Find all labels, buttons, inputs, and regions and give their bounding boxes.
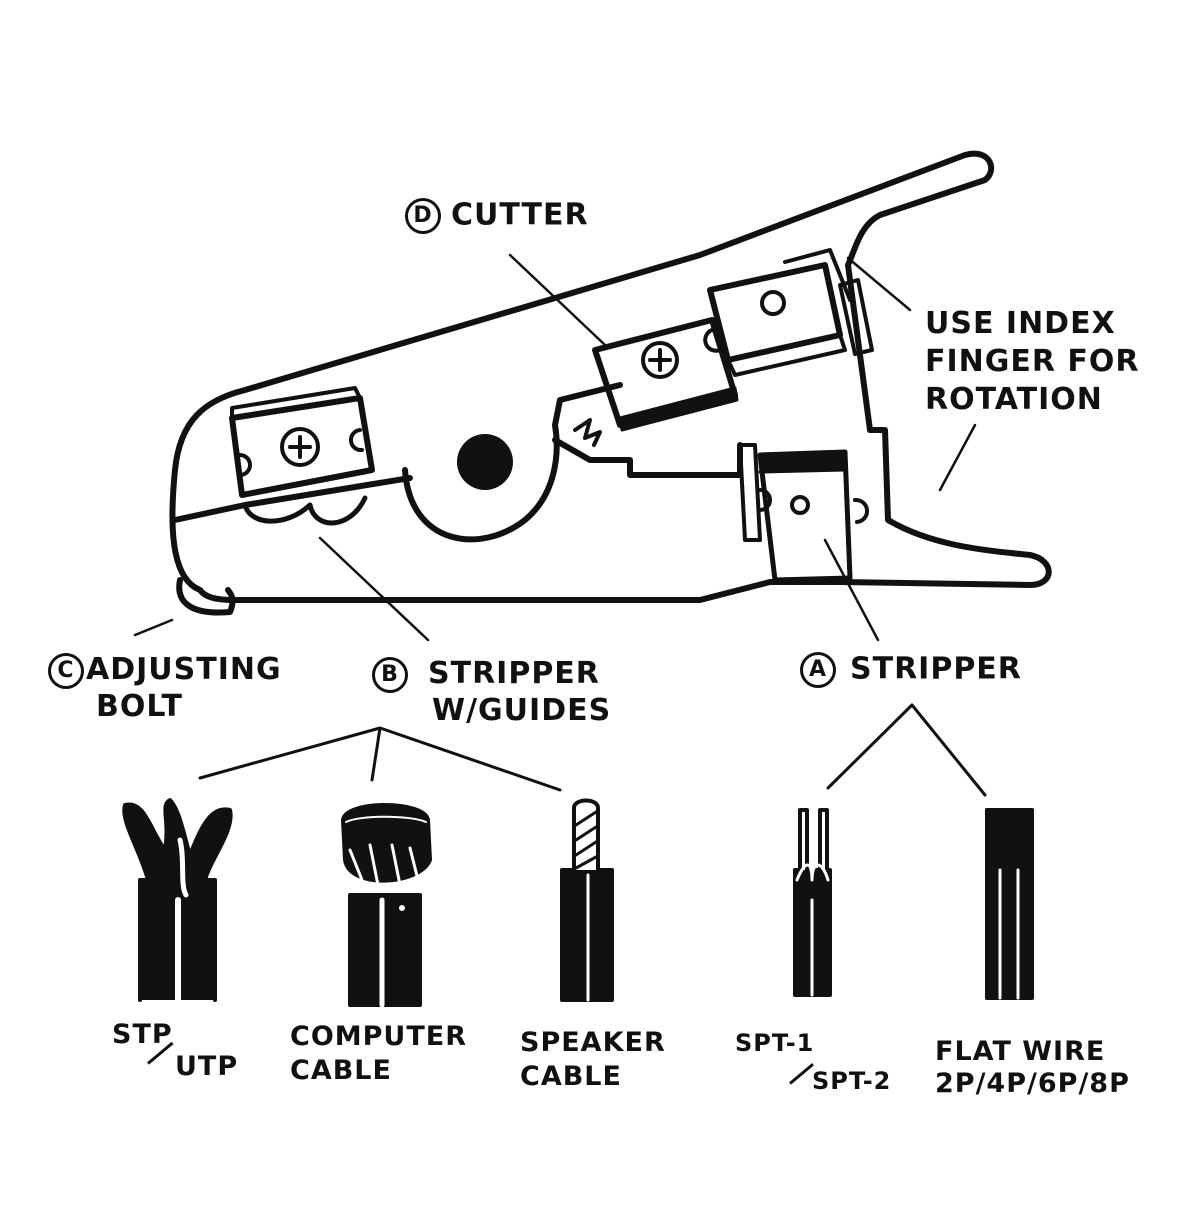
- label-stripper-a: A STRIPPER: [800, 652, 1022, 688]
- left-clamp-plate: [229, 395, 375, 498]
- cable-computer: [341, 803, 432, 1008]
- stripper-guide-bumps: [242, 495, 368, 526]
- computer-line-1: COMPUTER: [290, 1021, 468, 1052]
- cable-label-stp: STP: [112, 1019, 173, 1050]
- speaker-line-1: SPEAKER: [520, 1027, 666, 1058]
- badge-c: C: [48, 652, 84, 689]
- computer-line-2: CABLE: [290, 1055, 392, 1086]
- label-cutter: D CUTTER: [405, 198, 589, 234]
- pivot-dot: [457, 434, 513, 490]
- cable-label-spt2: SPT-2: [812, 1067, 892, 1095]
- badge-b: B: [372, 656, 408, 693]
- spring: [573, 418, 602, 447]
- adjusting-bolt-shape: [176, 577, 236, 616]
- label-index-finger: USE INDEX FINGER FOR ROTATION: [925, 305, 1140, 419]
- pivot-lobe: [402, 382, 623, 543]
- cutter-text: CUTTER: [451, 197, 589, 233]
- adjusting-bolt-line-2: BOLT: [96, 688, 183, 724]
- rotation-lever: [838, 278, 874, 356]
- left-plate-screw: [280, 427, 320, 467]
- cutter-screw: [641, 341, 679, 379]
- cable-label-utp: UTP: [175, 1051, 239, 1082]
- stripper-a-housing: [738, 443, 762, 542]
- leader-lines: [133, 253, 977, 642]
- index-finger-line-2: FINGER FOR: [925, 344, 1140, 379]
- adjusting-bolt-line-1: ADJUSTING: [86, 652, 282, 687]
- label-stripper-guides: B STRIPPER W/GUIDES: [372, 656, 611, 729]
- cable-label-computer: COMPUTER CABLE: [290, 1020, 467, 1088]
- cable-label-speaker: SPEAKER CABLE: [520, 1026, 666, 1094]
- cable-speaker: [560, 798, 614, 1002]
- cable-stp-utp: [122, 798, 233, 1008]
- stripper-a-text: STRIPPER: [850, 651, 1022, 687]
- speaker-line-2: CABLE: [520, 1061, 622, 1092]
- index-finger-line-3: ROTATION: [925, 382, 1103, 417]
- cable-label-flat-wire: FLAT WIRE 2P/4P/6P/8P: [935, 1036, 1130, 1100]
- tool-body-outline: [169, 150, 1052, 603]
- badge-d: D: [405, 198, 441, 234]
- badge-a: A: [800, 652, 836, 688]
- stepped-edge: [552, 437, 743, 478]
- cable-flat-wire: [985, 808, 1034, 1000]
- flat-wire-line-2: 2P/4P/6P/8P: [935, 1068, 1130, 1099]
- stripper-guides-line-2: W/GUIDES: [432, 692, 612, 728]
- stripper-guides-line-1: STRIPPER: [428, 656, 600, 691]
- cable-spt: [793, 808, 832, 997]
- index-finger-line-1: USE INDEX: [925, 306, 1116, 341]
- group-brackets: [198, 703, 987, 797]
- cable-label-spt1: SPT-1: [735, 1029, 815, 1057]
- flat-wire-line-1: FLAT WIRE: [935, 1036, 1106, 1067]
